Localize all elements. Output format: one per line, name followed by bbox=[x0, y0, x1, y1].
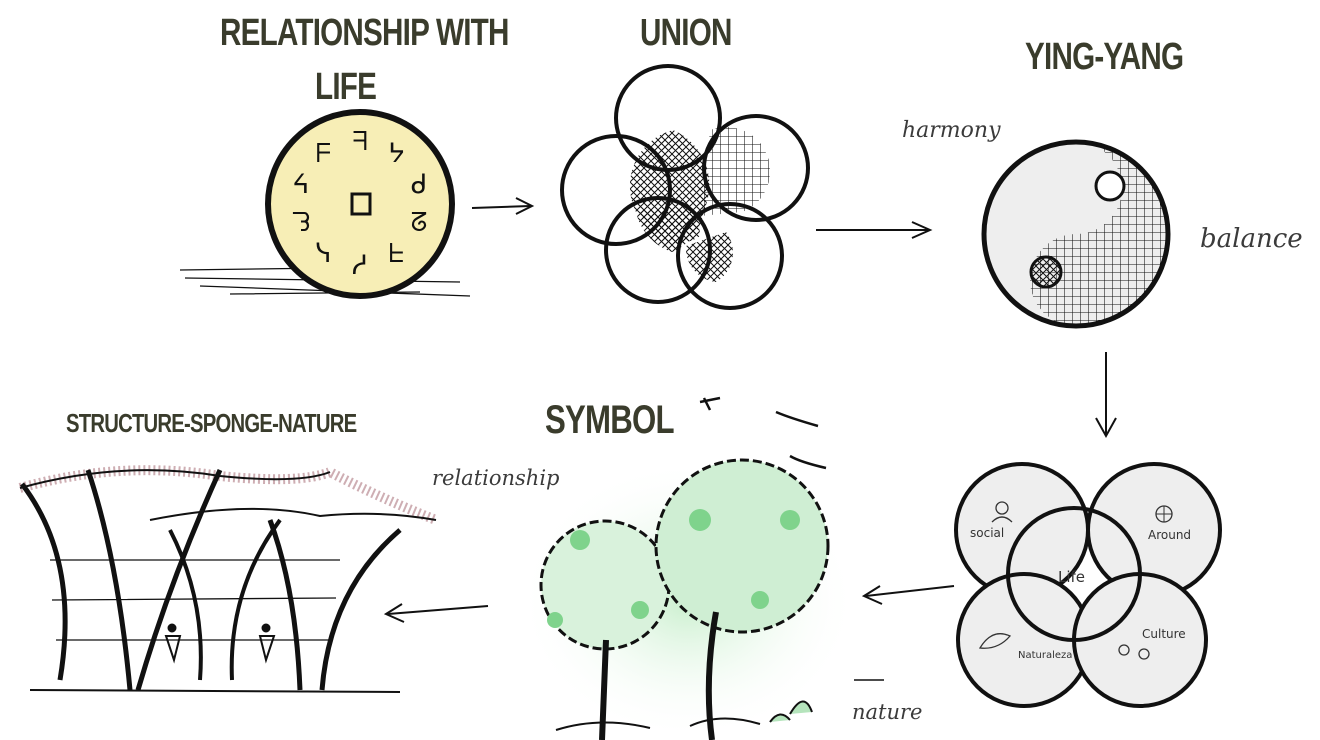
title-yingyang: YING-YANG bbox=[1025, 36, 1184, 78]
arrow-life-to-symbol bbox=[861, 585, 955, 605]
coin-glyph: ᖷ bbox=[352, 127, 367, 157]
arrow-yingyang-to-life bbox=[1095, 352, 1117, 439]
yingyang-symbol bbox=[981, 139, 1171, 329]
union-circles bbox=[560, 64, 810, 310]
coin-glyph: ᓭ bbox=[316, 239, 332, 269]
coin-glyph: ᘊ bbox=[292, 208, 311, 238]
title-symbol: SYMBOL bbox=[545, 398, 675, 442]
tree-illustration bbox=[518, 396, 884, 740]
life-label-social: social bbox=[970, 526, 1005, 540]
coin-glyph: ᖶ bbox=[389, 239, 404, 269]
life-label-culture: Culture bbox=[1142, 627, 1186, 641]
structure-illustration bbox=[18, 465, 438, 693]
title-structure: STRUCTURE-SPONGE-NATURE bbox=[66, 408, 357, 438]
annotation-relationship: relationship bbox=[432, 466, 560, 490]
coin-illustration bbox=[179, 109, 471, 299]
life-label-life: Life bbox=[1058, 568, 1086, 586]
annotation-harmony: harmony bbox=[902, 118, 1001, 143]
annotation-nature: nature bbox=[852, 700, 923, 724]
coin-glyph: ᑯ bbox=[411, 170, 427, 200]
coin-glyph: ᓱ bbox=[352, 251, 368, 281]
title-relationship-line2: LIFE bbox=[315, 66, 377, 108]
coin-glyph: ᘔ bbox=[411, 208, 428, 238]
life-circles bbox=[954, 462, 1222, 708]
annotation-balance: balance bbox=[1200, 224, 1303, 254]
life-label-around: Around bbox=[1148, 528, 1192, 542]
arrow-symbol-to-structure bbox=[383, 603, 489, 623]
coin-glyph: ᔭ bbox=[388, 139, 404, 169]
arrow-coin-to-union bbox=[471, 197, 535, 215]
coin-glyph: ᖴ bbox=[316, 139, 331, 169]
coin-glyph: ᔦ bbox=[293, 170, 309, 200]
arrow-union-to-yingyang bbox=[816, 221, 933, 239]
life-label-naturaleza: Naturaleza bbox=[1018, 650, 1073, 661]
title-relationship-line1: RELATIONSHIP WITH bbox=[220, 12, 509, 54]
title-union: UNION bbox=[640, 12, 732, 54]
